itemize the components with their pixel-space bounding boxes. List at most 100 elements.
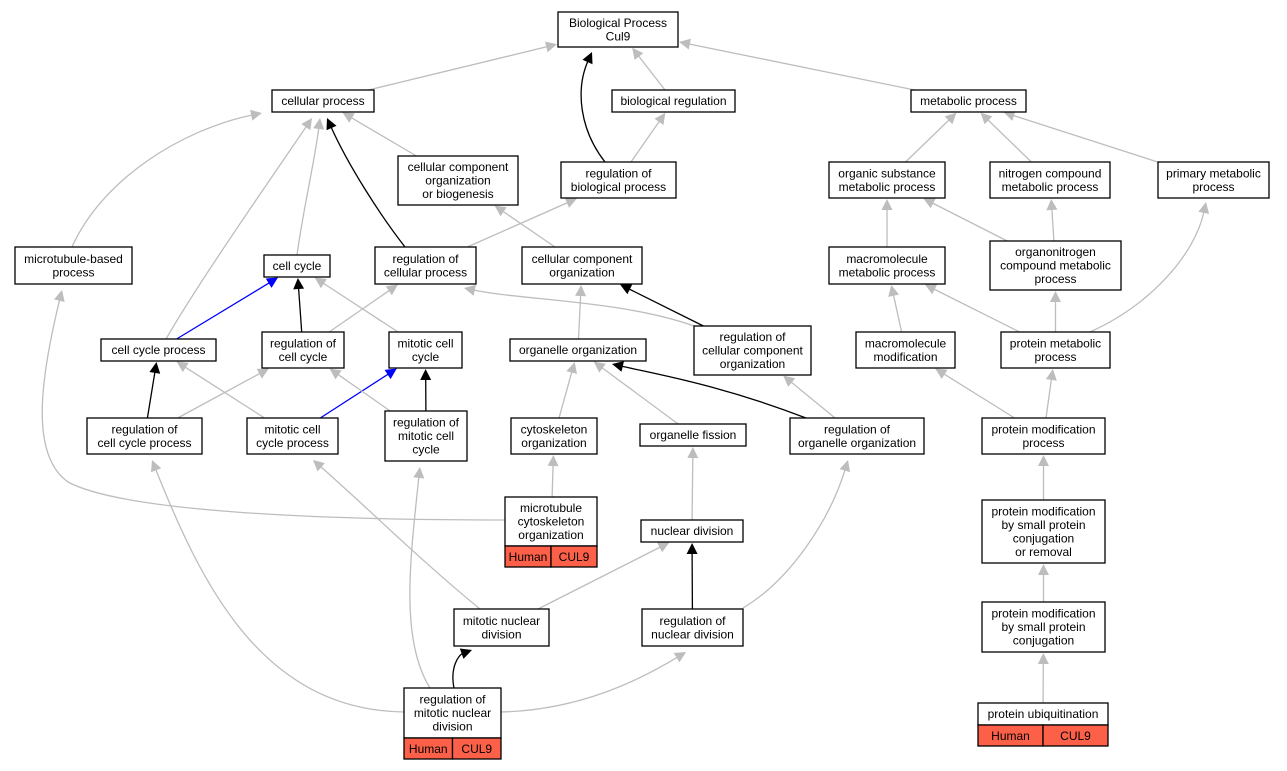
edge-arrowhead (1050, 291, 1061, 302)
node-label-line: regulation of (719, 330, 786, 344)
edge-line (297, 286, 303, 333)
node-label-line: regulation of (393, 416, 460, 430)
edge-line (789, 380, 836, 419)
edge-mp-to-bp (679, 38, 915, 91)
node-cc[interactable]: cell cycle (263, 254, 331, 278)
node-label-line: process (52, 265, 94, 279)
node-box (1157, 161, 1270, 199)
node-of[interactable]: organelle fission (639, 423, 747, 447)
edge-arrowhead (1038, 455, 1049, 466)
node-ccp[interactable]: cell cycle process (100, 338, 217, 362)
node-label-line: cytoskeleton (521, 422, 588, 436)
edge-arrowhead (1003, 110, 1016, 121)
edge-line (177, 372, 262, 419)
edge-line (146, 370, 156, 419)
node-label-line: nuclear division (651, 524, 734, 538)
node-label-line: by small protein (1001, 620, 1085, 634)
edge-line (319, 372, 390, 419)
edge-rcp-to-rbp (467, 197, 577, 248)
edge-mccp-to-mcc (319, 368, 397, 419)
edge-cyo-to-oo (558, 362, 577, 419)
node-box (397, 155, 519, 206)
node-box (384, 410, 468, 462)
edge-arrowhead (1198, 202, 1210, 214)
node-mco[interactable]: microtubulecytoskeletonorganizationHuman… (504, 496, 598, 568)
edge-arrowhead (459, 648, 472, 659)
node-br[interactable]: biological regulation (611, 89, 736, 113)
node-label-line: biological regulation (620, 94, 726, 108)
node-label-line: regulation of (392, 252, 459, 266)
edge-line (41, 298, 506, 521)
edge-pmp-to-mp (1003, 110, 1159, 163)
node-label-line: or biogenesis (422, 187, 493, 201)
node-oo[interactable]: organelle organization (509, 338, 647, 362)
edge-arrowhead (924, 284, 938, 295)
gene-tag: CUL9 (461, 742, 492, 756)
node-label-line: organization (425, 174, 490, 188)
node-box (560, 161, 677, 199)
edge-arrowhead (545, 41, 557, 53)
node-box (374, 246, 477, 285)
edge-arrowhead (54, 290, 65, 302)
edge-line (349, 116, 417, 157)
edge-roo-to-rcco (783, 375, 836, 419)
edge-arrowhead (687, 447, 699, 459)
node-label-line: Biological Process (569, 16, 667, 30)
node-box (693, 325, 812, 376)
node-cp[interactable]: cellular process (271, 89, 375, 113)
node-box (509, 338, 647, 362)
node-label-line: organization (549, 265, 614, 279)
node-nd[interactable]: nuclear division (640, 519, 744, 543)
node-mp[interactable]: metabolic process (910, 89, 1027, 113)
edge-line (1011, 114, 1159, 163)
edge-pu-to-pmsc (1037, 653, 1049, 704)
node-box (981, 499, 1106, 564)
edge-arrowhead (342, 112, 355, 123)
edge-line (321, 281, 399, 333)
edge-line (368, 45, 549, 91)
edge-ccp-to-cc (176, 277, 278, 340)
edge-arrowhead (839, 460, 851, 473)
edge-arrowhead (151, 460, 162, 473)
edge-arrowhead (149, 362, 161, 374)
edge-mcc-to-cc (314, 277, 399, 333)
node-label-line: microtubule (520, 501, 582, 515)
tag-cell (451, 737, 502, 760)
edge-ccp-to-cp (165, 118, 312, 340)
edge-rccp-to-rcc (177, 368, 269, 419)
node-label-line: protein metabolic (1010, 336, 1101, 350)
edge-line (905, 118, 951, 163)
node-label-line: organonitrogen (1015, 245, 1096, 259)
